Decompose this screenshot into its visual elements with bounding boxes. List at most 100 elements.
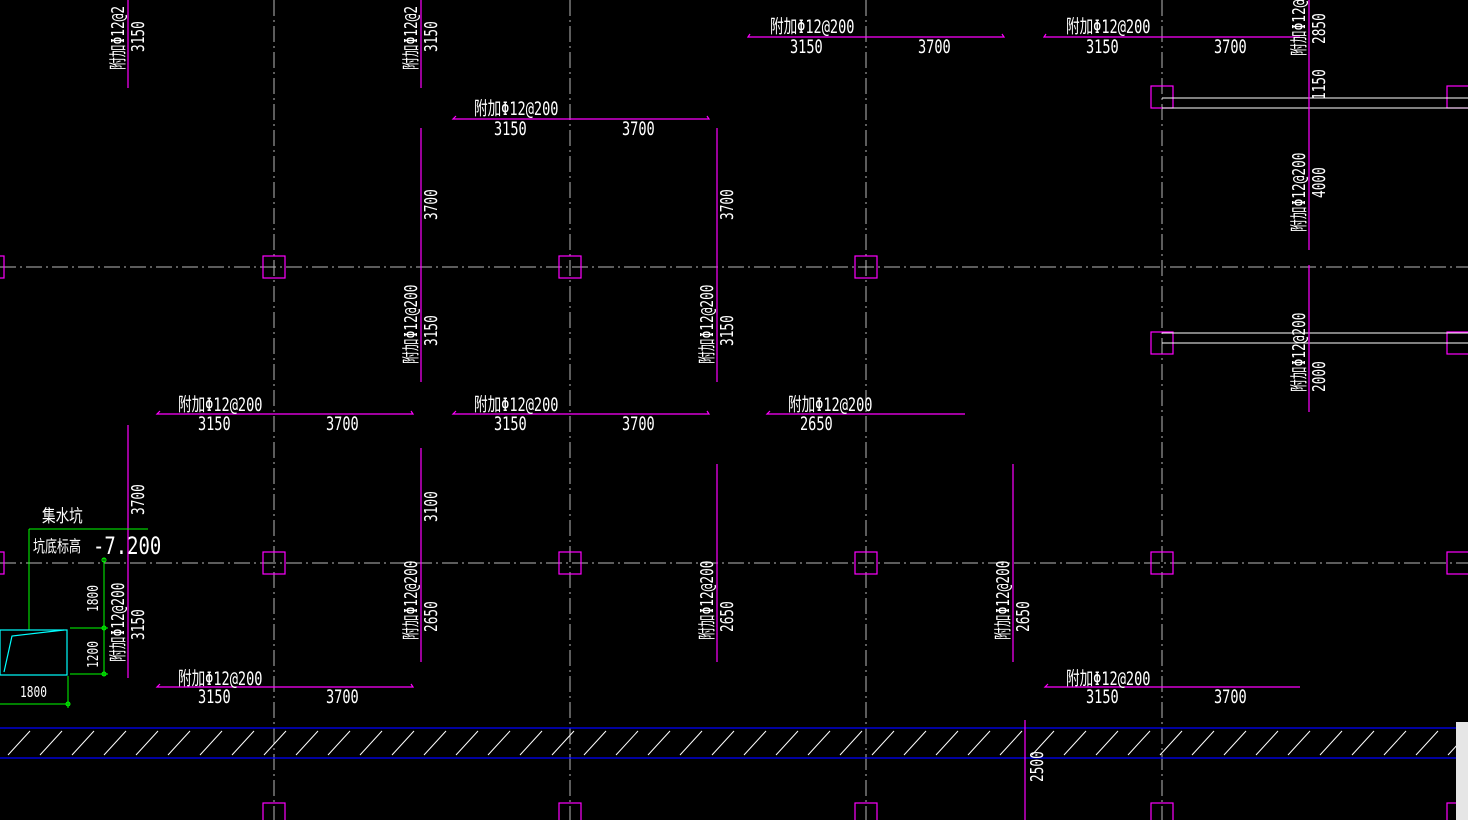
hatch-line [231,730,255,756]
rebar-line[interactable] [451,115,711,120]
rebar-line[interactable] [155,683,415,688]
hatch-line [327,730,351,756]
hatch-line [103,730,127,756]
rebar-dim-label: 2500 [1027,751,1048,782]
hatch-line [71,730,95,756]
column[interactable] [558,551,582,575]
pit-slope [3,629,65,673]
rebar-dim-label: 3150 [421,21,442,52]
rebar-dim-label: 3700 [717,189,738,220]
rebar-spec-label: 附加Φ12@200 [697,285,718,364]
column[interactable] [1446,85,1468,109]
wall-band [0,722,1468,820]
column[interactable] [262,255,286,279]
hatch-line [679,730,703,756]
rebar-spec-label: 附加Φ12@200 [788,394,872,416]
hatch-line [1191,730,1215,756]
hatch-line [775,730,799,756]
rebar-dim-label: 3700 [128,484,149,515]
wall-hatch [7,730,1468,756]
hatch-line [1351,730,1375,756]
hatch-line [551,730,575,756]
hatch-line [807,730,831,756]
hatch-line [1319,730,1343,756]
hatch-line [39,730,63,756]
rebar-dim-label: 3150 [494,118,527,140]
rebar-dim-label: 3150 [790,36,823,58]
rebar-line[interactable] [155,410,415,415]
rebar-spec-label: 附加Φ12@200 [1289,153,1310,232]
hatch-line [711,730,735,756]
hatch-line [519,730,543,756]
hatch-line [1159,730,1183,756]
hatch-line [455,730,479,756]
hatch-line [743,730,767,756]
rebar-dim-label: 3700 [421,189,442,220]
rebar-spec-label: 附加Φ12@200 [1289,313,1310,392]
hatch-line [487,730,511,756]
rebar-spec-label: 附加Φ12@200 [474,98,558,120]
hatch-line [199,730,223,756]
hatch-line [1127,730,1151,756]
pit-outline [0,629,68,676]
rebar-dim-label: 3700 [622,413,655,435]
rebar-spec-label: 附加Φ12@200 [770,16,854,38]
rebar-line[interactable] [746,33,1006,38]
pit-elev-value: -7.200 [93,533,161,561]
column[interactable] [1150,551,1174,575]
hatch-line [263,730,287,756]
rebar-dim-label: 3150 [128,21,149,52]
hatch-line [871,730,895,756]
column[interactable] [0,255,5,279]
rebar-line[interactable] [765,410,965,415]
rebar-spec-label: 附加Φ12@2 [401,6,422,70]
hatch-line [1255,730,1279,756]
rebar-dim-label: 2650 [1013,601,1034,632]
pit-dim-marker [65,701,71,707]
hatch-line [1287,730,1311,756]
column[interactable] [262,802,286,820]
rebar-line[interactable] [1042,33,1300,38]
rebar-dim-label: 3700 [622,118,655,140]
column[interactable] [558,802,582,820]
hatch-line [295,730,319,756]
rebar-dim-label: 3700 [1214,686,1247,708]
rebar-spec-label: 附加Φ12@200 [697,561,718,640]
hatch-line [903,730,927,756]
hatch-line [1383,730,1407,756]
column[interactable] [854,802,878,820]
rebar-spec-label: 附加Φ12@200 [178,394,262,416]
hatch-line [423,730,447,756]
pit-title: 集水坑 [42,505,83,526]
column[interactable] [558,255,582,279]
rebar-lines [127,0,1310,820]
rebar-dim-label: 3150 [128,609,149,640]
pit-elev-label: 坑底标高 [33,537,81,556]
column[interactable] [854,551,878,575]
rebar-line[interactable] [451,410,711,415]
hatch-line [1063,730,1087,756]
column[interactable] [262,551,286,575]
column[interactable] [0,551,5,575]
hatch-line [167,730,191,756]
rebar-dim-label: 3150 [717,315,738,346]
rebar-dim-label: 3150 [421,315,442,346]
hatch-line [359,730,383,756]
column[interactable] [1446,551,1468,575]
vertical-rebar-labels: 附加Φ12@2 3150 附加Φ12@2 3150 3700 附加Φ12@200… [108,0,1330,782]
rebar-spec-label: 附加Φ12@200 [178,668,262,690]
rebar-spec-label: 附加Φ12@200 [1066,668,1150,690]
sump-pit-detail[interactable]: 集水坑 坑底标高 -7.200 1800 1200 1800 [0,505,161,708]
beam-outlines [1162,97,1468,344]
rebar-dim-label: 2650 [717,601,738,632]
rebar-dim-label: 3150 [1086,686,1119,708]
rebar-spec-label: 附加Φ12@2 [1289,0,1310,56]
rebar-spec-label: 附加Φ12@2 [108,6,129,70]
hatch-line [135,730,159,756]
pit-dim-label: 1800 [85,585,102,612]
column[interactable] [1150,802,1174,820]
rebar-line[interactable] [1043,683,1300,688]
column[interactable] [854,255,878,279]
